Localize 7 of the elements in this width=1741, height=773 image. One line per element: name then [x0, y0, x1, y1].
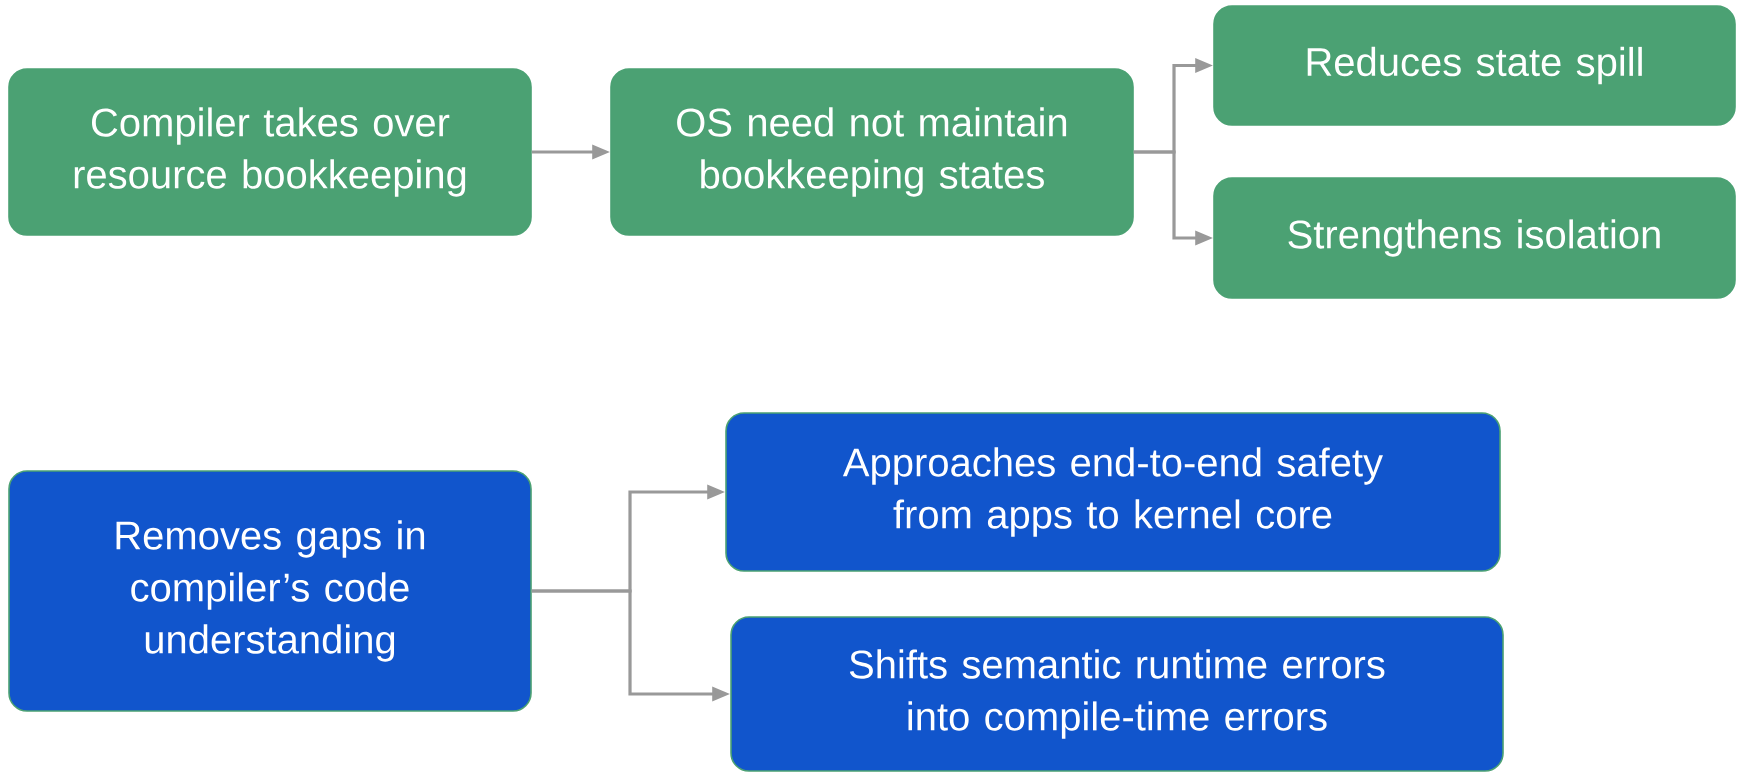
process-box: Shifts semantic runtime errors into compile-time errors — [730, 616, 1504, 772]
process-box: Reduces state spill — [1213, 5, 1736, 126]
process-box: Strengthens isolation — [1213, 177, 1736, 299]
process-box: OS need not maintain bookkeeping states — [610, 68, 1134, 236]
process-box: Removes gaps in compiler’s code understanding — [8, 470, 532, 712]
process-box: Approaches end-to-end safety from apps to kernel core — [725, 412, 1501, 572]
process-box: Compiler takes over resource bookkeeping — [8, 68, 532, 236]
